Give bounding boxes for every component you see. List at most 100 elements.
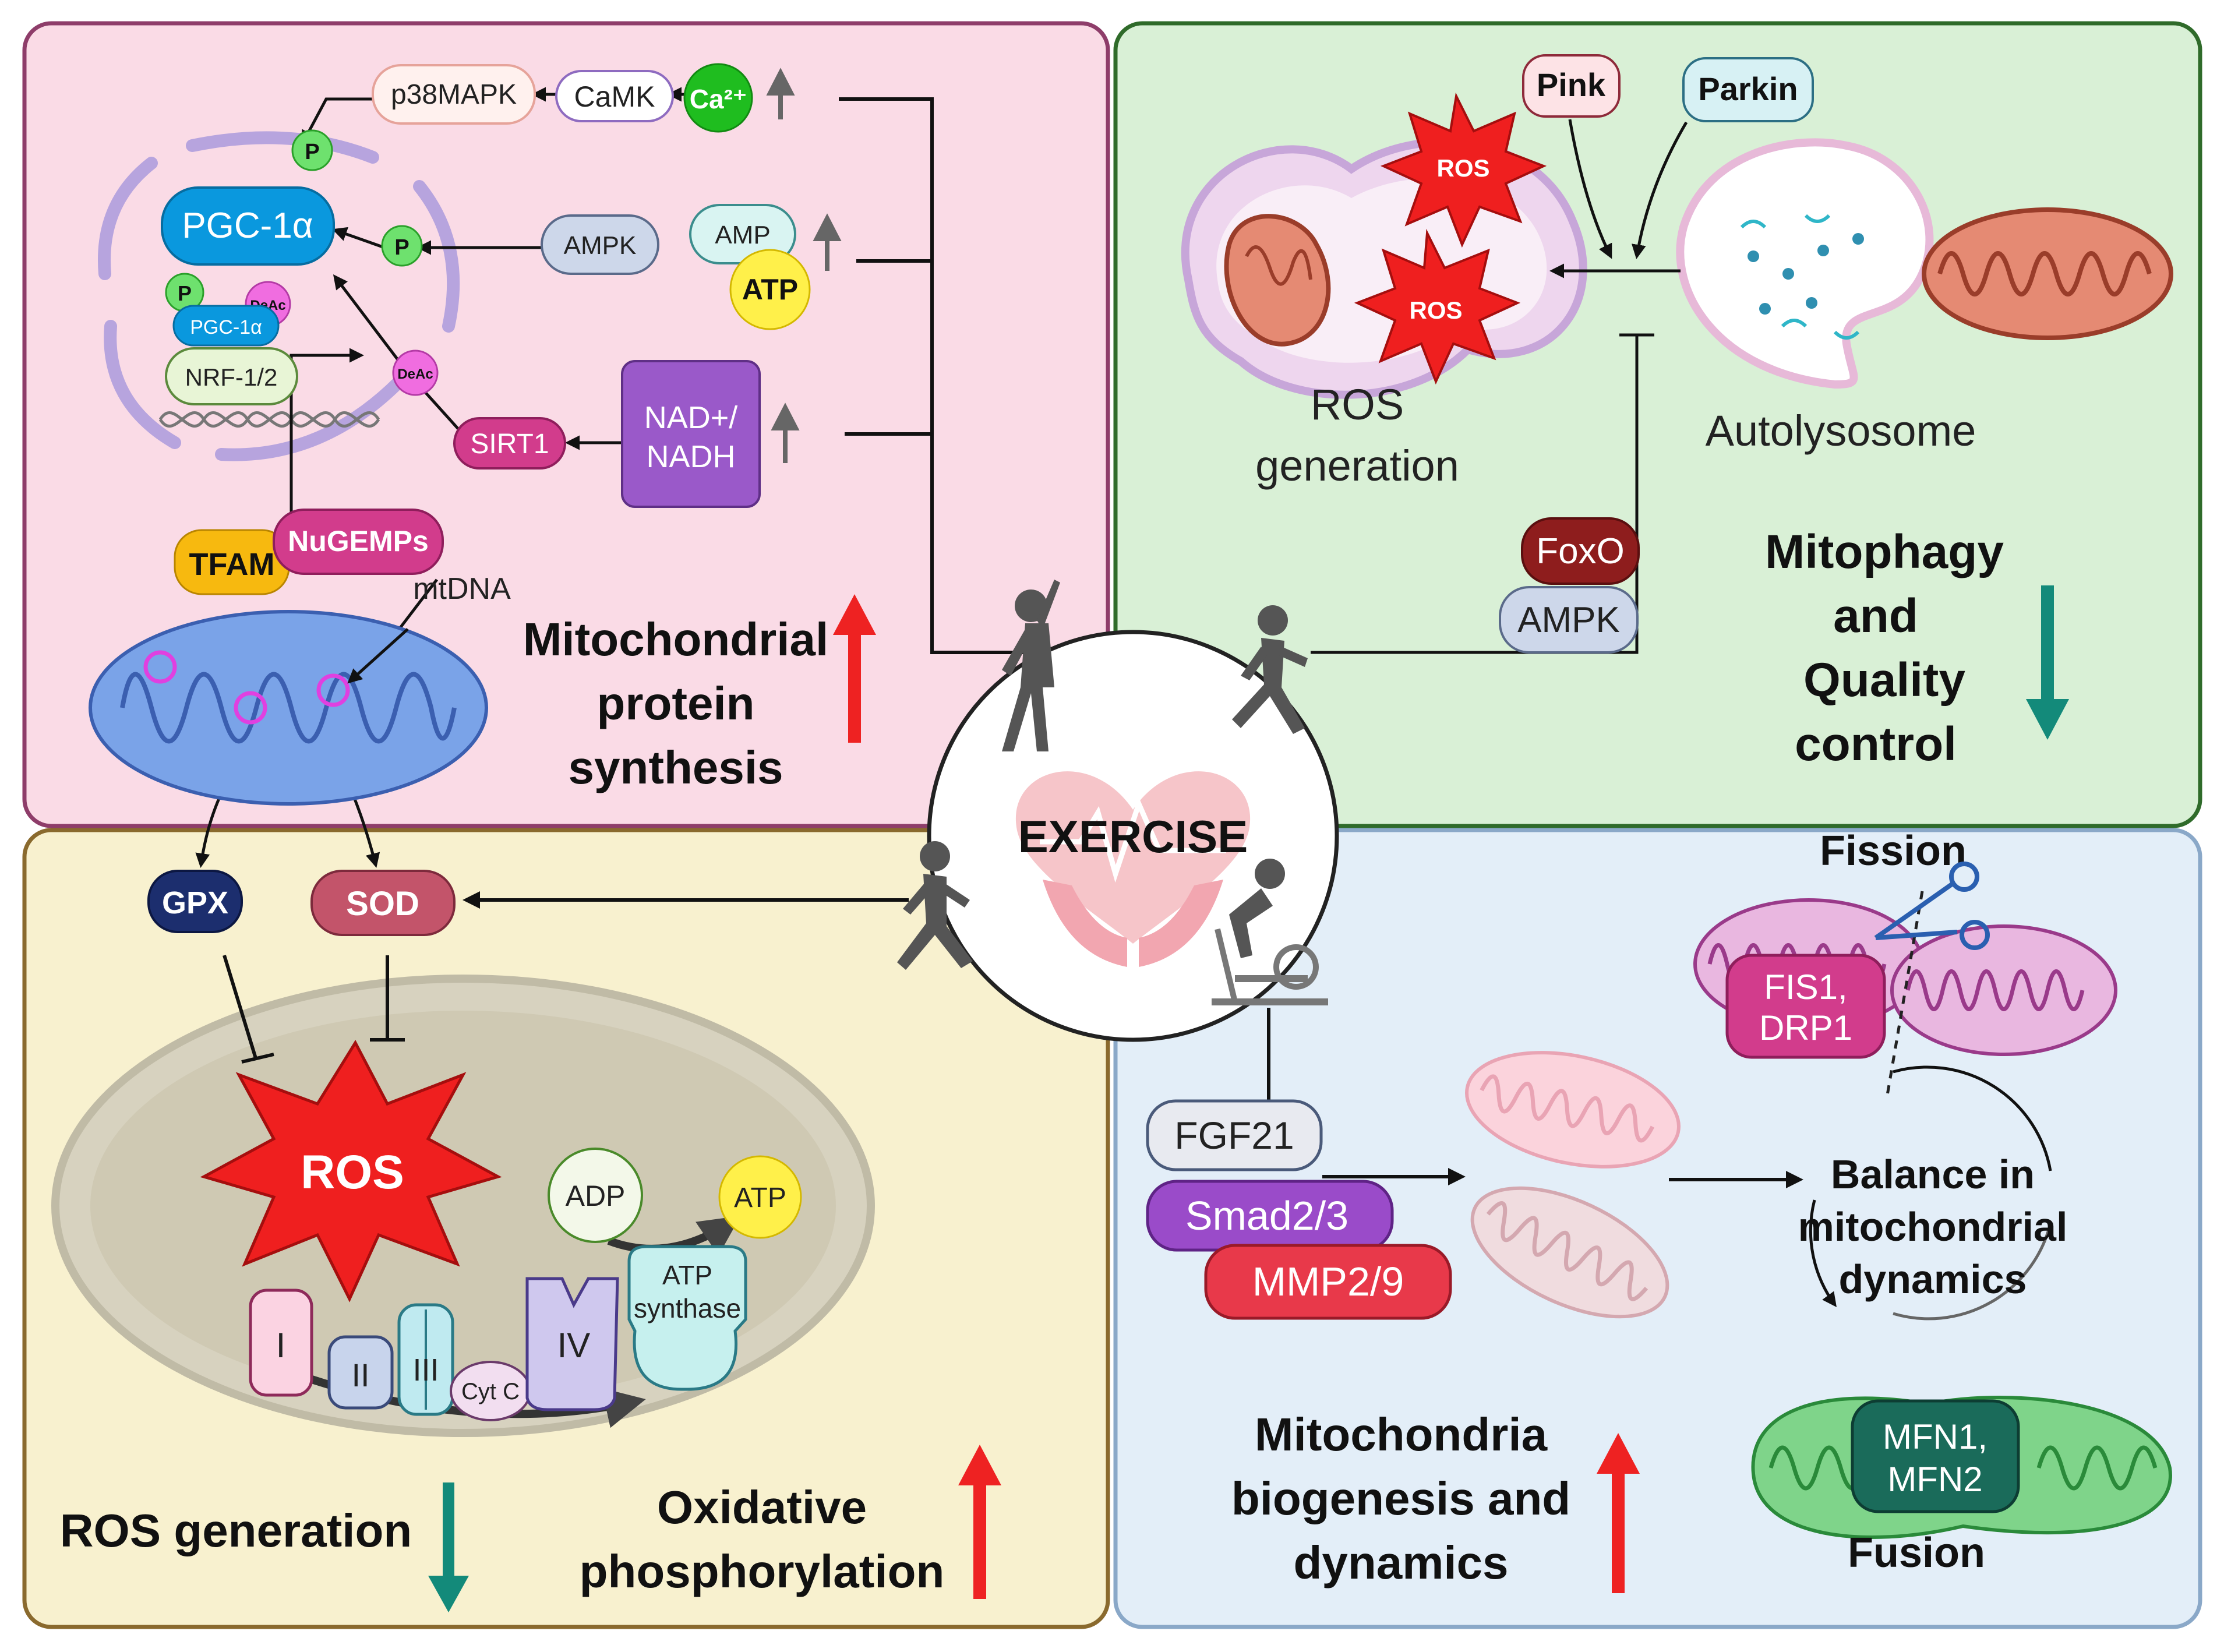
br-title-line2: biogenesis and — [1231, 1473, 1570, 1524]
phospho-label: P — [178, 281, 192, 305]
p38mapk-label: p38MAPK — [391, 79, 517, 110]
node-fgf21: FGF21 — [1146, 1099, 1323, 1171]
node-sod: SOD — [310, 870, 456, 936]
node-sirt1: SIRT1 — [453, 417, 566, 470]
running-person-icon-tr — [1232, 605, 1308, 734]
healthy-mitochondrion-icon — [1922, 207, 2173, 340]
nad-line1: NAD+/ — [644, 400, 738, 435]
node-mmp: MMP2/9 — [1204, 1244, 1452, 1320]
atp-synthase-line2: synthase — [634, 1293, 741, 1323]
gpx-label: GPX — [162, 885, 228, 920]
running-person-icon-bl — [897, 841, 973, 970]
tr-title-line1: Mitophagy — [1765, 525, 2004, 578]
br-connectors — [1267, 1008, 1803, 1188]
balance-line2: mitochondrial — [1798, 1204, 2068, 1249]
node-calcium: Ca²⁺ — [683, 63, 753, 133]
atp-synthase: ATP synthase — [627, 1245, 747, 1391]
bl-up-arrow-icon — [958, 1445, 1001, 1599]
node-pgc1a-small: PGC-1α — [172, 305, 280, 347]
node-mfn: MFN1, MFN2 — [1851, 1399, 2020, 1513]
mitochondrion-icon — [89, 610, 488, 806]
ros-generation-line1: ROS — [1311, 380, 1404, 429]
node-pgc1a: PGC-1α — [161, 186, 335, 266]
pink-mitochondrion-2 — [1470, 1186, 1669, 1319]
bl-down-arrow-icon — [428, 1482, 469, 1612]
atp-synthase-line1: ATP — [662, 1260, 712, 1290]
bl-title-line2: phosphorylation — [580, 1545, 945, 1597]
sod-label: SOD — [346, 885, 419, 923]
tfam-label: TFAM — [189, 547, 275, 582]
tl-title-line1: Mitochondrial — [523, 613, 828, 665]
amp-label: AMP — [715, 221, 770, 249]
tr-down-arrow-icon — [2026, 585, 2069, 740]
node-pink: Pink — [1522, 54, 1621, 118]
scissors-icon — [1874, 862, 1990, 950]
node-nrf: NRF-1/2 — [165, 347, 298, 405]
exercise-hub: EXERCISE — [927, 630, 1339, 1042]
pink-mitochondrion-1 — [1465, 1051, 1681, 1169]
mtdna-pointer — [347, 628, 409, 684]
node-ampk-tr: AMPK — [1499, 586, 1639, 654]
pgc1a-small-label: PGC-1α — [190, 316, 262, 338]
ros-burst-large: ROS — [200, 1039, 502, 1302]
ampk-label: AMPK — [564, 231, 637, 260]
fgf21-label: FGF21 — [1174, 1114, 1294, 1157]
smad-label: Smad2/3 — [1185, 1193, 1348, 1238]
tl-gray-up-arrows — [766, 68, 842, 463]
node-foxo: FoxO — [1521, 517, 1640, 585]
complex-i-label: I — [276, 1326, 286, 1365]
complex-ii-label: II — [351, 1357, 369, 1393]
tr-title-line2: and — [1833, 590, 1918, 643]
adp-label: ADP — [566, 1180, 626, 1212]
tl-up-arrow-icon — [833, 594, 876, 743]
tl-title-line3: synthesis — [568, 742, 783, 793]
deac-label: DeAc — [397, 366, 433, 382]
deac-badge-2: DeAc — [392, 350, 439, 396]
complex-i: I — [249, 1289, 313, 1397]
calcium-label: Ca²⁺ — [690, 84, 747, 114]
nrf-label: NRF-1/2 — [185, 363, 278, 391]
br-up-arrow-icon — [1597, 1433, 1640, 1593]
balance-line1: Balance in — [1831, 1152, 2035, 1197]
br-title-line3: dynamics — [1293, 1537, 1508, 1589]
node-gpx: GPX — [147, 870, 243, 933]
autolysosome-icon — [1676, 138, 1934, 389]
node-fis-drp: FIS1, DRP1 — [1725, 954, 1886, 1059]
stretching-person-icon — [1002, 580, 1060, 751]
complex-iv-label: IV — [557, 1326, 591, 1365]
pgc1a-label: PGC-1α — [182, 206, 313, 246]
node-camk: CaMK — [555, 70, 674, 122]
mmp-label: MMP2/9 — [1252, 1259, 1404, 1304]
complex-iii-label: III — [412, 1353, 439, 1388]
phospho-label: P — [305, 140, 319, 164]
mfn-line1: MFN1, — [1883, 1417, 1988, 1456]
node-ampk: AMPK — [541, 214, 659, 275]
fission-cut-line — [1886, 891, 1924, 1096]
fusion-label: Fusion — [1848, 1530, 1985, 1576]
fis-line1: FIS1, — [1764, 968, 1847, 1007]
ros-burst-2: ROS — [1354, 228, 1521, 385]
ros-label: ROS — [1409, 296, 1462, 324]
tr-title-line3: Quality — [1803, 654, 1965, 707]
cycling-person-icon — [1212, 859, 1328, 1005]
phospho-label: P — [394, 235, 409, 260]
bl-ros-generation: ROS generation — [60, 1505, 412, 1556]
balance-cycle — [1809, 1065, 2052, 1321]
node-smad: Smad2/3 — [1146, 1180, 1394, 1252]
heart-hands-icon — [1015, 771, 1251, 967]
exercise-label: EXERCISE — [1018, 811, 1248, 862]
complex-ii: II — [327, 1335, 394, 1410]
autolysosome-label: Autolysosome — [1706, 407, 1976, 455]
ros-burst-1: ROS — [1380, 92, 1547, 248]
ampk-tr-label: AMPK — [1517, 600, 1620, 640]
complex-iv: IV — [525, 1277, 619, 1411]
node-tfam: TFAM — [174, 529, 290, 595]
dna-helix-icon — [158, 411, 380, 428]
br-title-line1: Mitochondria — [1255, 1409, 1548, 1460]
node-atp: ATP — [729, 249, 811, 330]
sirt1-label: SIRT1 — [470, 429, 549, 460]
phospho-badge-2: P — [381, 225, 423, 267]
fission-mitochondrion-right — [1890, 924, 2117, 1056]
camk-label: CaMK — [574, 80, 655, 113]
